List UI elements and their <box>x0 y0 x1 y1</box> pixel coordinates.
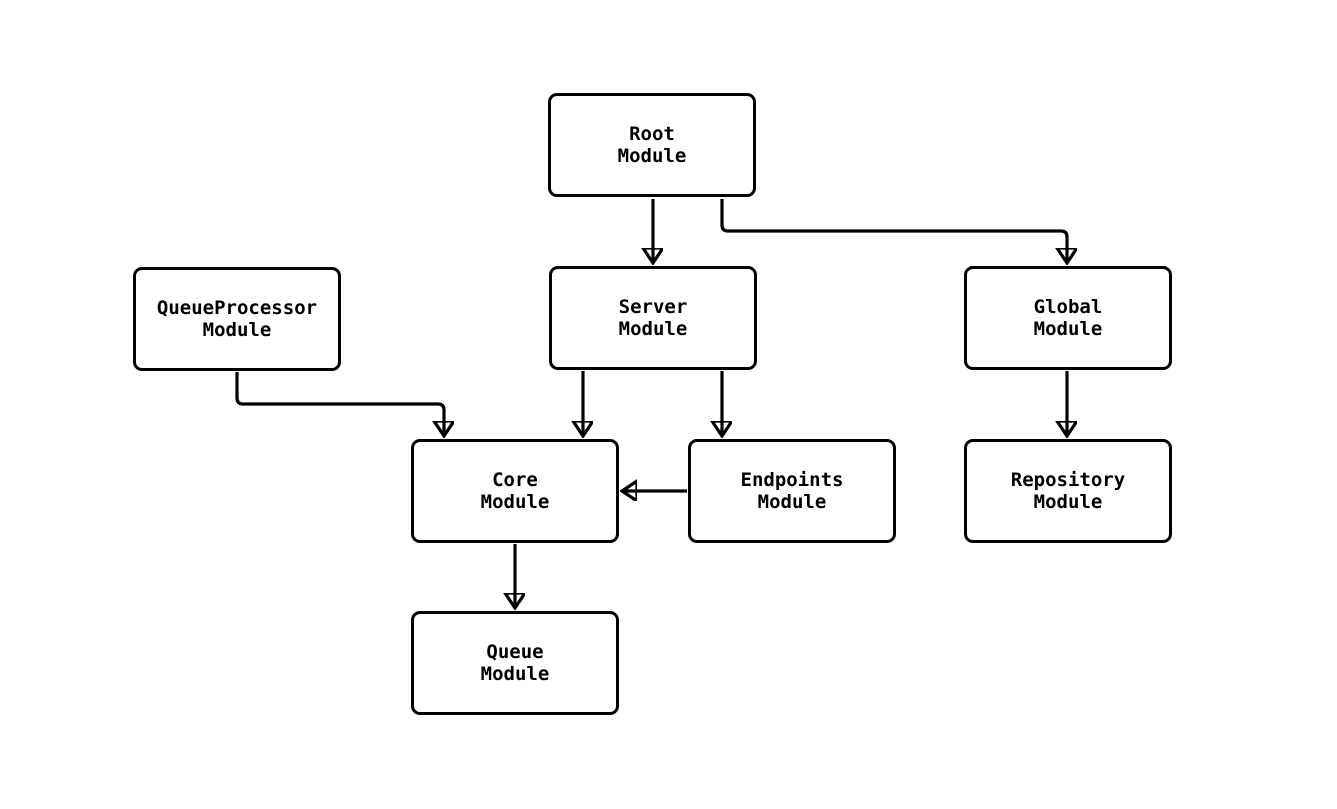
node-repository-module: Repository Module <box>964 439 1172 543</box>
edge-queueprocessor-to-core <box>235 372 444 436</box>
node-queueprocessor-module: QueueProcessor Module <box>133 267 341 371</box>
node-root-module: Root Module <box>548 93 756 197</box>
node-endpoints-module: Endpoints Module <box>688 439 896 543</box>
node-global-module: Global Module <box>964 266 1172 370</box>
node-queue-module: Queue Module <box>411 611 619 715</box>
node-server-module: Server Module <box>549 266 757 370</box>
node-core-module: Core Module <box>411 439 619 543</box>
edge-root-to-global <box>720 199 1067 263</box>
